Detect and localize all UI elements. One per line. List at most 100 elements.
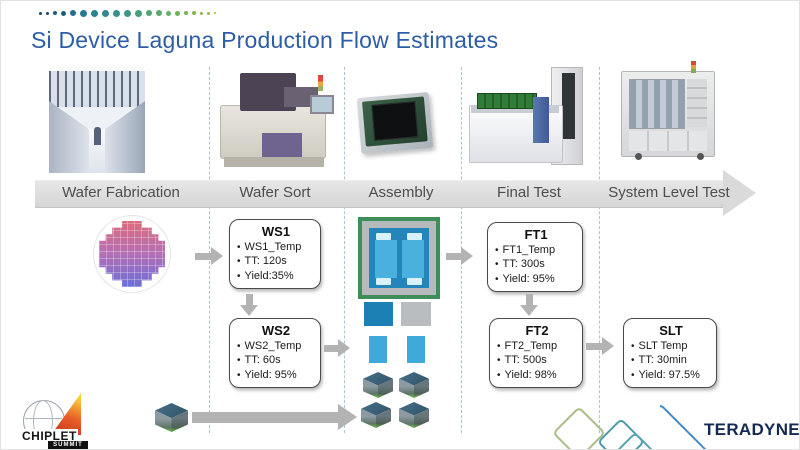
process-box-title: SLT	[659, 323, 683, 338]
dot-icon	[53, 11, 57, 15]
arrow-ft2-to-slt	[586, 337, 614, 355]
cleanroom-worker	[94, 127, 101, 145]
column-divider	[344, 67, 345, 433]
chiplet-logo-text: CHIPLET	[21, 429, 78, 443]
bullet-icon: •	[497, 355, 501, 367]
package-die	[401, 240, 424, 278]
chip-cube-icon	[361, 402, 391, 428]
slt-column	[687, 79, 707, 127]
process-box-ws1: WS1 •WS1_Temp •TT: 120s •Yield:35%	[229, 219, 321, 289]
teradyne-logo: TERADYNE	[546, 394, 799, 449]
bullet-item: •Yield: 97.5%	[631, 368, 700, 381]
pad-row	[373, 278, 425, 285]
system-level-test-machine-photo	[619, 61, 719, 165]
cleanroom-right-equipment	[99, 101, 145, 173]
dot-icon	[61, 10, 66, 16]
dot-icon	[200, 11, 203, 15]
pad-row	[373, 233, 425, 240]
dot-icon	[135, 9, 142, 17]
wheel	[635, 153, 642, 160]
bullet-item: •TT: 500s	[497, 354, 547, 367]
bullet-item: •Yield: 95%	[237, 368, 297, 381]
final-test-machine-photo	[469, 67, 587, 167]
bullet-item: •FT1_Temp	[495, 244, 556, 256]
bullet-icon: •	[237, 242, 241, 253]
dot-icon	[113, 9, 120, 17]
package-pad	[407, 278, 422, 285]
process-flow-band	[35, 180, 723, 208]
bullet-icon: •	[495, 245, 499, 256]
chip-die	[371, 100, 419, 141]
dot-icon	[207, 11, 210, 15]
bullet-icon: •	[497, 341, 501, 352]
arrow-cube-to-assembly	[192, 404, 357, 430]
dot-icon	[39, 11, 42, 15]
chip-cube-icon	[155, 403, 188, 432]
dot-icon	[70, 10, 76, 16]
wafer-map-gradient	[99, 221, 165, 287]
bullet-icon: •	[237, 256, 241, 268]
bullet-icon: •	[631, 355, 635, 367]
package-pad	[376, 233, 391, 240]
process-box-title: WS2	[261, 323, 291, 338]
dot-icon	[91, 9, 98, 17]
column-divider	[209, 67, 210, 433]
die-square-dark-blue	[364, 302, 393, 326]
dot-icon	[102, 9, 109, 17]
cleanroom-ceiling	[49, 71, 145, 107]
die-square-gray	[401, 302, 431, 326]
signal-tower-icon	[318, 75, 323, 91]
diamond-outline-green	[552, 406, 606, 449]
dot-icon	[80, 9, 87, 17]
dot-icon	[175, 10, 180, 16]
bullet-icon: •	[631, 369, 635, 381]
bullet-item: •WS1_Temp	[237, 241, 302, 253]
package-diagram	[358, 217, 440, 299]
chip-cube-icon	[399, 372, 429, 398]
wafer-map-image	[93, 215, 171, 293]
process-flow-band-arrowhead	[723, 170, 756, 216]
process-box-ft1: FT1 •FT1_Temp •TT: 300s •Yield: 95%	[487, 222, 583, 292]
process-box-ft2: FT2 •FT2_Temp •TT: 500s •Yield: 98%	[489, 318, 583, 388]
summit-logo-text: SUMMIT	[48, 441, 88, 449]
slt-lower-panels	[629, 131, 707, 151]
die-square-light-blue	[369, 336, 387, 363]
column-divider	[599, 67, 600, 433]
assembly-chip-photo	[353, 91, 437, 157]
dot-strip	[39, 7, 216, 19]
process-box-slt: SLT •SLT Temp •TT: 30min •Yield: 97.5%	[623, 318, 717, 388]
die-row	[373, 240, 425, 278]
bullet-item: •Yield:35%	[237, 269, 294, 282]
bullet-icon: •	[495, 259, 499, 271]
handler-deck	[471, 105, 559, 113]
chip-cube-icon	[399, 402, 429, 428]
prober-arm	[284, 87, 318, 107]
bullet-item: •TT: 120s	[237, 255, 287, 268]
wheel	[697, 153, 704, 160]
bullet-item: •TT: 60s	[237, 354, 281, 367]
dot-icon	[184, 11, 188, 15]
bullet-item: •WS2_Temp	[237, 340, 302, 352]
prober-screen	[310, 95, 334, 114]
arrow-ws1-to-ws2	[240, 294, 258, 316]
bullet-item: •TT: 300s	[495, 258, 545, 271]
chip-cube-icon	[363, 372, 393, 398]
bullet-item: •Yield: 98%	[497, 368, 557, 381]
bullet-icon: •	[237, 270, 241, 282]
bullet-item: •SLT Temp	[631, 340, 688, 352]
dot-icon	[156, 10, 162, 16]
stage-label-final-test: Final Test	[497, 184, 561, 201]
bullet-icon: •	[497, 369, 501, 381]
dot-icon	[124, 9, 131, 17]
bullet-icon: •	[495, 273, 499, 285]
stage-label-wafer-sort: Wafer Sort	[239, 184, 311, 201]
wafer-fabrication-photo	[49, 71, 145, 173]
cleanroom-corridor	[89, 129, 105, 173]
bullet-icon: •	[237, 369, 241, 381]
package-substrate	[369, 228, 429, 288]
stage-label-wafer-fabrication: Wafer Fabrication	[62, 184, 180, 201]
stage-label-assembly: Assembly	[368, 184, 434, 201]
dot-icon	[214, 12, 216, 14]
arrow-ft1-to-ft2	[520, 294, 538, 316]
dot-icon	[146, 10, 152, 16]
